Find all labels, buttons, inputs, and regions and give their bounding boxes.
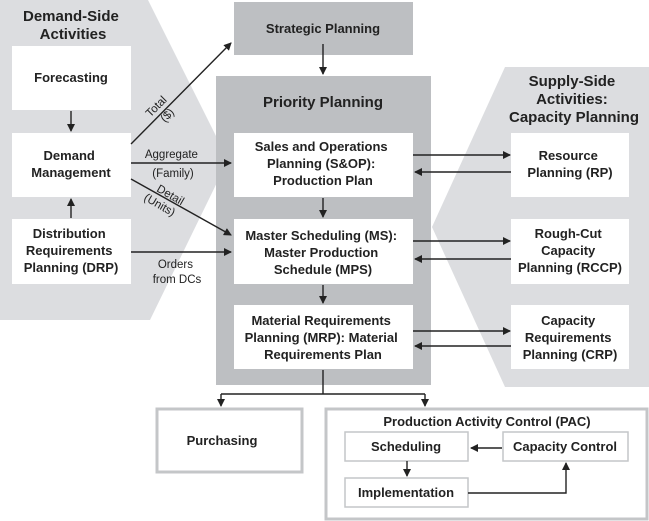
- aggregate-edge-label: Aggregate (Family): [145, 149, 201, 180]
- demand-side-title: Demand-Side Activities: [23, 8, 123, 43]
- demand-management-label: Demand Management: [31, 148, 111, 180]
- priority-planning-title: Priority Planning: [263, 94, 383, 111]
- supply-side-title: Supply-Side Activities: Capacity Plannin…: [509, 73, 639, 126]
- crp-box: [511, 305, 629, 369]
- scheduling-box: [344, 431, 469, 462]
- strategic-planning-label: Strategic Planning: [266, 21, 380, 36]
- pac-box: [324, 407, 649, 521]
- implementation-label: Implementation: [358, 485, 454, 500]
- forecasting-label: Forecasting: [34, 70, 108, 85]
- purchasing-label: Purchasing: [187, 433, 258, 448]
- mrp-box: [234, 305, 413, 369]
- demand-management-box: [12, 133, 131, 197]
- mrp-label: Material Requirements Planning (MRP): Ma…: [245, 313, 402, 362]
- sop-box: [234, 133, 413, 197]
- implementation-box: [344, 477, 469, 508]
- capacity-control-label: Capacity Control: [513, 439, 617, 454]
- rp-box: [511, 133, 629, 197]
- forecasting-box: [12, 46, 131, 110]
- capacity-control-box: [502, 431, 629, 462]
- rccp-label: Rough-Cut Capacity Planning (RCCP): [518, 226, 622, 275]
- orders-edge-label: Orders from DCs: [153, 259, 202, 286]
- ms-box: [234, 219, 413, 284]
- crp-label: Capacity Requirements Planning (CRP): [523, 313, 618, 362]
- drp-label: Distribution Requirements Planning (DRP): [24, 226, 119, 275]
- scheduling-label: Scheduling: [371, 439, 441, 454]
- pac-title: Production Activity Control (PAC): [383, 414, 590, 429]
- ms-label: Master Scheduling (MS): Master Productio…: [245, 228, 400, 277]
- rp-label: Resource Planning (RP): [527, 148, 612, 180]
- connectors: [67, 42, 570, 494]
- rccp-box: [511, 219, 629, 284]
- purchasing-box: [155, 407, 304, 474]
- drp-box: [12, 219, 131, 284]
- sop-label: Sales and Operations Planning (S&OP): Pr…: [255, 139, 392, 188]
